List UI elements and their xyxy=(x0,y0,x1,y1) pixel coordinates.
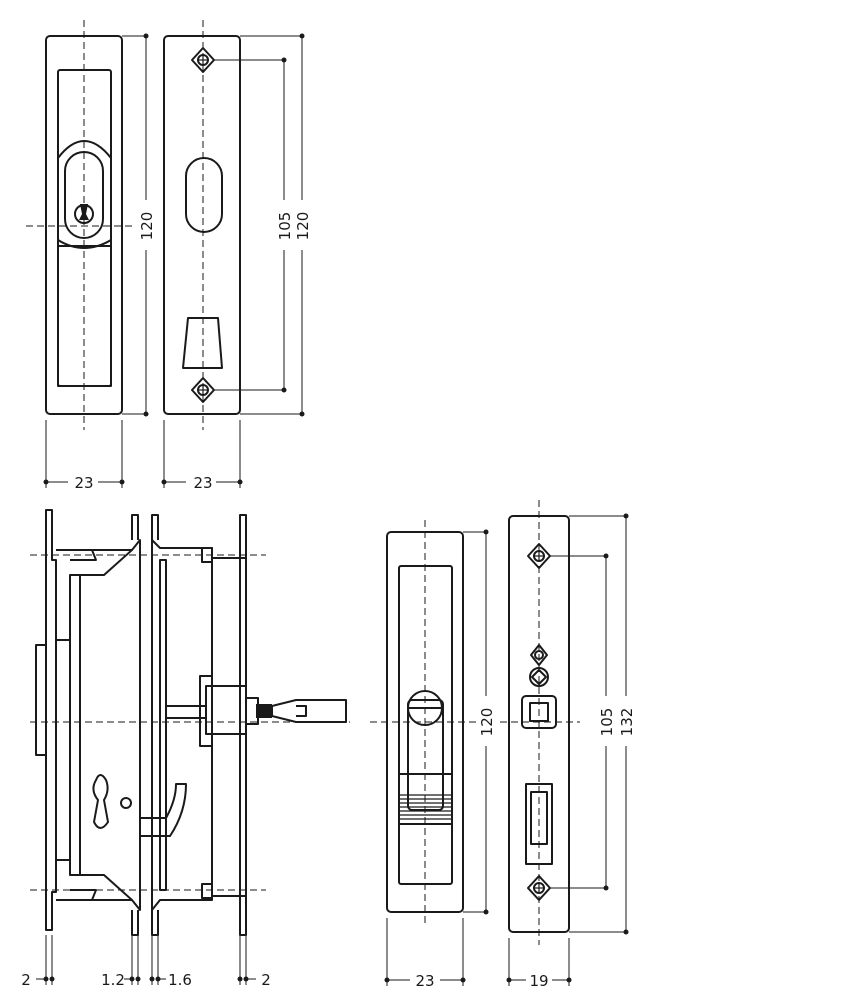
key-hole-shape xyxy=(92,774,109,829)
dim-v1-width: 23 xyxy=(43,420,125,492)
spindle-hub xyxy=(199,675,213,747)
cylinder-base xyxy=(57,239,112,249)
dim-v1-height: 120 xyxy=(122,33,156,417)
dim-label: 132 xyxy=(618,708,636,737)
dim-label: 120 xyxy=(294,212,312,241)
dim-label: 19 xyxy=(529,972,548,990)
right-case-lip-top xyxy=(151,514,159,540)
dim-label: 1.2 xyxy=(101,971,125,989)
view-strike-plate xyxy=(163,20,241,430)
left-case-body xyxy=(56,539,141,911)
pin-hole xyxy=(120,797,132,809)
dim-label: 2 xyxy=(21,971,31,989)
left-case-lip-bottom xyxy=(131,910,139,936)
view-front-slide-pull xyxy=(370,520,480,925)
right-case-lip-bottom xyxy=(151,910,159,936)
left-case-taper-bottom xyxy=(70,874,133,901)
view-front-keyed-pull xyxy=(26,20,142,430)
spindle-shaft xyxy=(165,705,207,719)
dim-side-right-plate: 2 xyxy=(237,935,271,989)
latch-opening xyxy=(182,317,223,369)
dim-label: 1.6 xyxy=(168,971,192,989)
right-plate-slot-bottom xyxy=(201,883,213,899)
left-case-inner xyxy=(69,574,81,876)
dim-v5-spacing: 105 xyxy=(550,553,616,891)
finger-recess xyxy=(57,69,112,387)
dim-side-left-case: 1.2 xyxy=(101,935,141,989)
dim-side-right-case: 1.6 xyxy=(149,935,192,989)
left-flange xyxy=(45,509,57,931)
dim-v5-width: 19 xyxy=(506,938,572,990)
left-case-lip-top xyxy=(131,514,139,540)
view-side-section xyxy=(30,509,350,936)
outer-frame xyxy=(163,35,241,415)
dim-label: 2 xyxy=(261,971,271,989)
left-case-step xyxy=(56,549,97,561)
view-face-plate xyxy=(500,500,580,945)
dim-v5-height: 132 xyxy=(569,513,636,935)
dim-v2-width: 23 xyxy=(161,420,243,492)
left-case-rail xyxy=(55,639,71,861)
spindle-square-outer xyxy=(521,695,557,729)
lever-handle-shaft xyxy=(296,705,307,717)
hook-bolt xyxy=(139,783,187,837)
dim-label: 120 xyxy=(138,212,156,241)
right-case-inner xyxy=(159,559,167,891)
left-case-taper xyxy=(70,549,133,576)
dim-label: 105 xyxy=(276,212,294,241)
dim-v2-spacing: 105 xyxy=(214,57,294,393)
dim-label: 120 xyxy=(478,708,496,737)
dim-label: 23 xyxy=(74,474,93,492)
slot-hole xyxy=(185,157,223,233)
dim-label: 105 xyxy=(598,708,616,737)
dim-side-left-plate: 2 xyxy=(21,935,55,989)
dim-v4-width: 23 xyxy=(384,918,466,990)
dim-v4-height: 120 xyxy=(463,529,496,915)
dim-v2-height: 120 xyxy=(240,33,312,417)
dim-label: 23 xyxy=(415,972,434,990)
thread-mark xyxy=(256,704,272,718)
left-case-step-bottom xyxy=(56,889,97,901)
dim-label: 23 xyxy=(193,474,212,492)
lever-handle xyxy=(271,699,347,723)
left-handle-boss xyxy=(35,644,47,756)
